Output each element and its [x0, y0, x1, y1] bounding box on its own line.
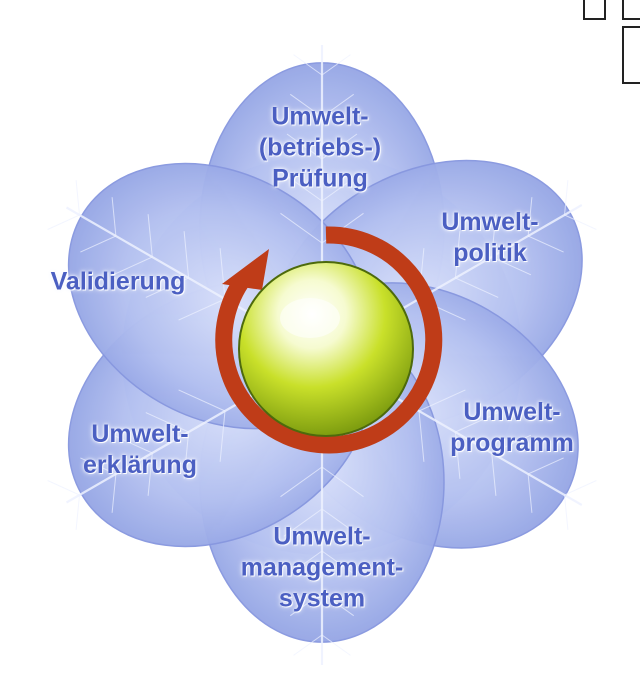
- leaf-side-vein: [76, 180, 79, 215]
- corner-frame-small: [583, 0, 606, 20]
- corner-frame-small-right: [622, 0, 640, 20]
- corner-frame-large: [622, 26, 640, 84]
- leaf-side-vein: [76, 495, 79, 530]
- leaf-side-vein: [565, 495, 568, 530]
- stage-label-umweltmanagementsystem: Umwelt-management-system: [241, 522, 404, 615]
- center-sphere-icon: [239, 262, 413, 436]
- stage-label-umweltpolitik: Umwelt-politik: [441, 207, 538, 269]
- stage-label-umweltpruefung: Umwelt-(betriebs-)Prüfung: [259, 102, 381, 195]
- leaf-side-vein: [48, 215, 80, 230]
- stage-label-validierung: Validierung: [51, 267, 186, 298]
- leaf-side-vein: [48, 481, 80, 496]
- stage-label-umwelterklaerung: Umwelt-erklärung: [83, 419, 197, 481]
- stage-label-umweltprogramm: Umwelt-programm: [450, 397, 574, 459]
